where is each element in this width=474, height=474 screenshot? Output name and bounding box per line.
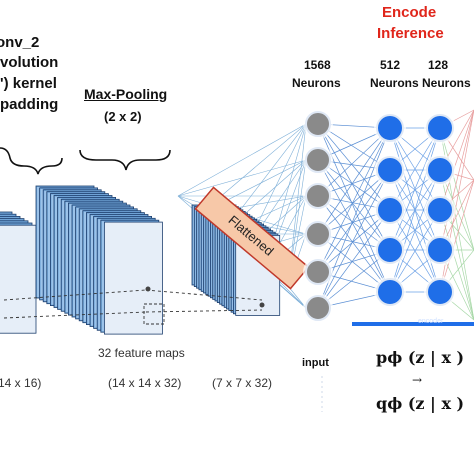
output-connection: [439, 209, 474, 321]
hidden-neuron: [376, 156, 404, 184]
dense-connection: [389, 127, 441, 251]
projection-lines: [3, 289, 263, 319]
feature-map-slab-edge: [91, 215, 94, 326]
feature-map-slab-edge: [87, 213, 91, 324]
latent-neuron: [426, 114, 454, 142]
input-connection: [177, 159, 307, 197]
dense-connection: [317, 159, 391, 293]
layer3-count: 128: [428, 58, 449, 72]
latent-neuron: [426, 278, 454, 306]
conv-line-2: volution: [0, 54, 59, 71]
layer1-unit: Neurons: [292, 76, 341, 90]
dense-connection: [317, 169, 391, 273]
input-label: input: [302, 357, 329, 369]
conv-line-4: padding: [0, 96, 59, 113]
feature-map-slab-edge: [37, 187, 40, 297]
feature-map-slab: [104, 221, 163, 335]
arrow-symbol: →: [412, 373, 423, 387]
feature-map-slab-edge: [73, 206, 76, 316]
feature-map-slab-edge: [94, 217, 98, 328]
pool-brace: [79, 149, 171, 171]
feature-map-slab-edge: [80, 209, 84, 320]
hidden-neuron: [376, 278, 404, 306]
conv-line-3: ') kernel: [0, 75, 57, 92]
flattened-bar: [194, 186, 310, 290]
hidden-neuron: [376, 196, 404, 224]
pool-window-small: [143, 303, 165, 325]
dense-connection: [317, 195, 391, 293]
input-connection: [287, 285, 307, 309]
encoder-bar-label: encoder: [418, 318, 444, 325]
input-neuron: [305, 259, 331, 285]
input-connection: [177, 123, 307, 197]
input-neuron: [305, 221, 331, 247]
feature-map-slab-edge: [51, 194, 55, 305]
feature-map-slab-edge: [62, 200, 66, 311]
pool-title: Max-Pooling: [84, 86, 168, 102]
input-neuron: [305, 111, 331, 137]
encode-line-1: Encode: [382, 4, 437, 21]
neuron-layers: [303, 109, 456, 323]
feature-map-slab: [0, 224, 37, 334]
encode-line-2: Inference: [377, 25, 444, 42]
feature-map-slab-edge: [65, 202, 69, 313]
dense-connection: [389, 127, 441, 211]
dense-connection: [317, 127, 391, 235]
dense-connection: [317, 169, 391, 309]
dense-connection: [389, 127, 441, 293]
input-neuron: [305, 183, 331, 209]
feature-maps-label: 32 feature maps: [98, 346, 185, 360]
dense-connection: [317, 123, 391, 211]
dim-label-2: (14 x 14 x 32): [108, 376, 182, 390]
feature-map-stack-1: [0, 211, 37, 334]
dense-connection: [317, 127, 391, 273]
layer3-unit: Neurons: [422, 76, 471, 90]
encoder-bar: [352, 322, 474, 326]
feature-map-slab-edge: [58, 198, 62, 309]
dense-connection: [317, 127, 391, 197]
dense-connection: [317, 209, 391, 309]
conv-line-1: onv_2: [0, 34, 40, 51]
feature-map-stack-2: [35, 185, 163, 335]
conv-brace: [0, 147, 63, 175]
dense-connection: [317, 169, 391, 235]
feature-map-slab-edge: [47, 192, 51, 303]
feature-map-slab-edge: [98, 219, 102, 330]
latent-neuron: [426, 156, 454, 184]
pool-size: (2 x 2): [104, 109, 142, 124]
output-connection: [439, 169, 474, 321]
feature-map-slab-edge: [76, 207, 80, 318]
feature-map-slab-edge: [83, 211, 87, 322]
feature-map-slab-edge: [69, 204, 73, 315]
dim-label-3: (7 x 7 x 32): [212, 376, 273, 390]
output-connection: [439, 109, 474, 251]
feature-map-slab-edge: [40, 188, 44, 299]
pool-point: [145, 286, 151, 292]
dense-connection: [317, 159, 391, 251]
hidden-neuron: [376, 236, 404, 264]
output-connection: [439, 109, 474, 211]
input-neuron: [305, 147, 331, 173]
output-connection: [439, 179, 474, 293]
layer1-count: 1568: [304, 58, 331, 72]
feature-map-slab-edge: [55, 196, 58, 307]
dim-label-1: 14 x 16): [0, 376, 42, 390]
q-posterior: qϕ (z | x ): [376, 394, 465, 413]
layer2-count: 512: [380, 58, 401, 72]
dense-connection: [389, 169, 441, 293]
flat-point: [259, 302, 265, 308]
input-neuron: [305, 295, 331, 321]
p-posterior: pϕ (z | x ): [376, 348, 465, 367]
latent-neuron: [426, 236, 454, 264]
feature-map-slab-edge: [101, 221, 105, 332]
dense-connection: [389, 209, 441, 293]
latent-neuron: [426, 196, 454, 224]
feature-map-slab-edge: [44, 190, 48, 301]
output-connection: [439, 127, 474, 251]
layer2-unit: Neurons: [370, 76, 419, 90]
hidden-neuron: [376, 114, 404, 142]
dense-connection: [317, 123, 391, 251]
